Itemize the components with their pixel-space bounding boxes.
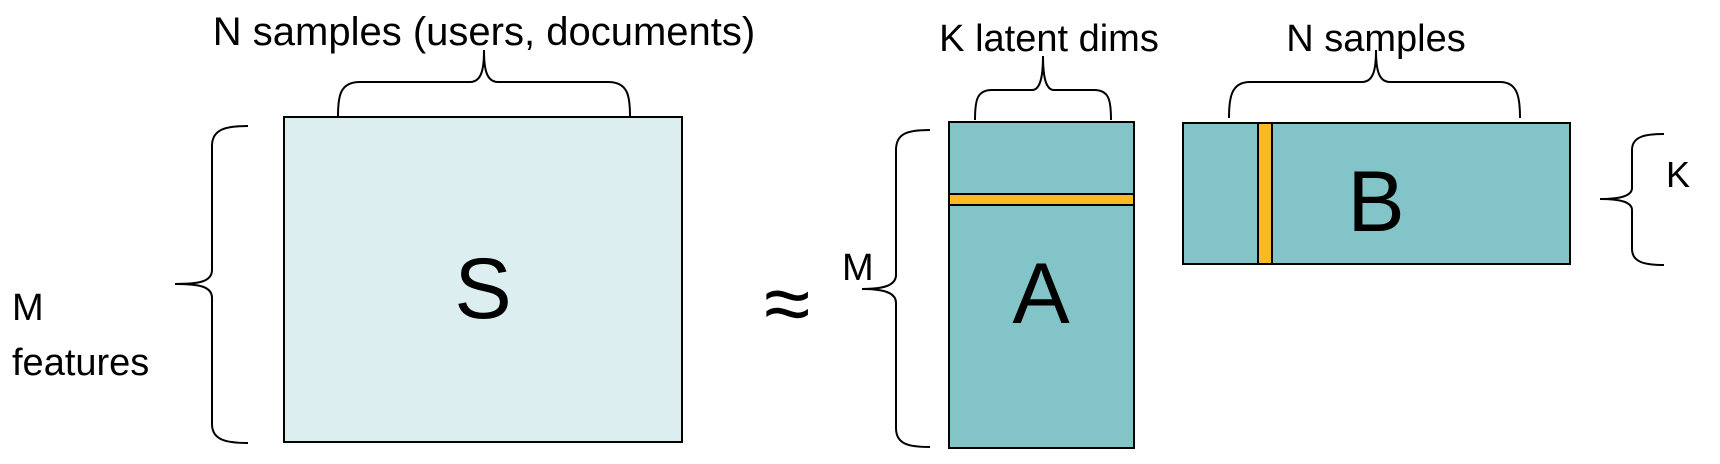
b-top-label: N samples bbox=[1286, 18, 1466, 60]
s-top-brace bbox=[337, 49, 631, 117]
approx-symbol: ≈ bbox=[764, 256, 810, 350]
matrix-b-box bbox=[1182, 122, 1571, 265]
matrix-b-highlight-column bbox=[1257, 122, 1273, 265]
matrix-s-box bbox=[283, 116, 683, 443]
matrix-a-label: A bbox=[1012, 246, 1070, 342]
a-left-label: M bbox=[842, 247, 874, 289]
matrix-s: S bbox=[283, 116, 683, 443]
a-top-brace bbox=[974, 55, 1112, 121]
matrix-a-highlight-row bbox=[948, 193, 1135, 206]
s-top-label: N samples (users, documents) bbox=[213, 10, 755, 54]
s-left-label-features: features bbox=[12, 342, 149, 384]
matrix-s-label: S bbox=[454, 241, 511, 337]
b-right-label: K bbox=[1666, 154, 1690, 195]
matrix-b-label: B bbox=[1347, 154, 1404, 250]
a-left-brace bbox=[861, 129, 931, 448]
b-right-brace bbox=[1599, 133, 1665, 266]
s-left-label-m: M bbox=[12, 287, 44, 329]
s-left-brace bbox=[174, 125, 249, 444]
matrix-a: A bbox=[948, 121, 1135, 449]
b-top-brace bbox=[1228, 49, 1521, 119]
matrix-a-box bbox=[948, 121, 1135, 449]
matrix-b: B bbox=[1182, 122, 1571, 265]
a-top-label: K latent dims bbox=[939, 18, 1159, 60]
